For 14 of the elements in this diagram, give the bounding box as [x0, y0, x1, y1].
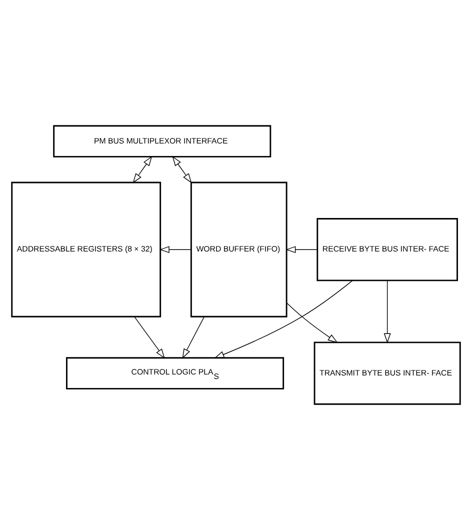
arrow — [172, 156, 192, 184]
arrow — [285, 246, 318, 254]
node-box: RECEIVE BYTE BUS INTER- FACE — [316, 218, 458, 282]
arrow — [383, 280, 390, 344]
arrow — [182, 316, 204, 359]
node-box: PM BUS MULTIPLEXOR INTERFACE — [52, 125, 271, 158]
arrow — [134, 316, 164, 359]
node-box: TRANSMIT BYTE BUS INTER- FACE — [313, 342, 460, 405]
node-box: WORD BUFFER (FIFO) — [190, 182, 287, 318]
arrow — [214, 280, 352, 358]
arrow — [158, 246, 191, 254]
node-box: ADDRESSABLE REGISTERS (8 × 32) — [10, 182, 161, 318]
arrow — [286, 302, 338, 343]
arrow — [132, 156, 152, 184]
